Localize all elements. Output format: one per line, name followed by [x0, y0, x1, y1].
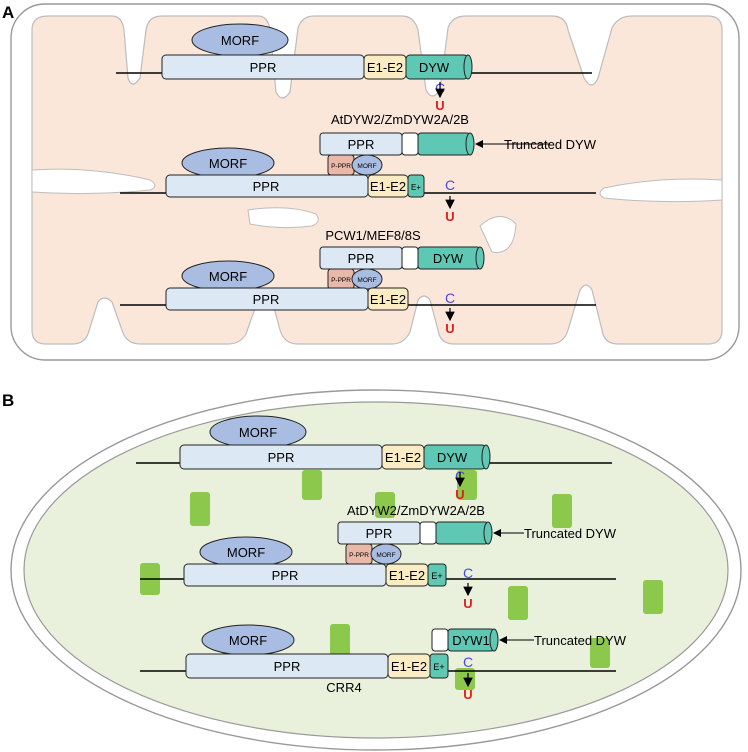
ppr-label: PPR — [253, 179, 280, 194]
crista-left — [31, 168, 156, 195]
cytidine-label: C — [445, 177, 455, 193]
truncated-dyw-label: Truncated DYW — [534, 633, 627, 648]
thylakoid-grana — [140, 470, 663, 690]
morf-label: MORF — [209, 156, 247, 171]
small-morf-protein — [370, 543, 402, 565]
e1-e2-label: E1-E2 — [370, 292, 406, 307]
e-plus-label: E+ — [411, 183, 421, 192]
e1-e2-label: E1-E2 — [367, 60, 403, 75]
e-plus-domain — [427, 563, 447, 587]
morf-label: MORF — [209, 269, 247, 284]
e1-e2-label: E1-E2 — [385, 450, 421, 465]
panel-b-letter: B — [2, 391, 14, 410]
truncated-dyw-domain — [417, 132, 471, 156]
dyw-label: DYW — [433, 251, 464, 266]
p-ppr-label: P-PPR — [331, 163, 351, 170]
crr4-label: CRR4 — [326, 680, 361, 695]
uridine-label: U — [445, 209, 454, 224]
uridine-label: U — [445, 321, 454, 336]
p-ppr-label: P-PPR — [331, 277, 351, 284]
cytidine-label: C — [463, 565, 473, 581]
crista-right — [599, 178, 723, 203]
small-morf-protein — [351, 154, 383, 176]
uridine-label: U — [435, 98, 444, 113]
crista-middle — [247, 207, 319, 229]
morf-label: MORF — [239, 425, 277, 440]
white-domain — [401, 132, 419, 156]
top-ppr-label: PPR — [366, 526, 393, 541]
top-ppr-label: PPR — [348, 137, 375, 152]
e-plus-domain — [407, 174, 425, 198]
ppr-label: PPR — [268, 450, 295, 465]
dyw-domain-cap — [481, 444, 491, 470]
dyw1-label: DYW1 — [452, 633, 490, 648]
row-header: AtDYW2/ZmDYW2A/2B — [331, 112, 469, 127]
ppr-label: PPR — [272, 568, 299, 583]
truncated-dyw-cap — [483, 521, 493, 545]
dyw-domain-cap — [475, 246, 485, 270]
morf-label: MORF — [227, 545, 265, 560]
e1-e2-label: E1-E2 — [391, 659, 427, 674]
small-morf-label: MORF — [357, 277, 376, 284]
white-domain — [419, 521, 437, 545]
uridine-label: U — [463, 596, 472, 611]
truncated-dyw-label: Truncated DYW — [524, 526, 617, 541]
row-header: AtDYW2/ZmDYW2A/2B — [347, 503, 485, 518]
morf-label: MORF — [221, 33, 259, 48]
dyw-label: DYW — [419, 60, 450, 75]
e-plus-label: E+ — [431, 571, 442, 581]
ppr-label: PPR — [250, 60, 277, 75]
white-domain — [401, 246, 419, 270]
cytidine-label: C — [445, 290, 455, 306]
e1-e2-label: E1-E2 — [389, 568, 425, 583]
cytidine-label: C — [463, 654, 473, 670]
small-morf-label: MORF — [376, 552, 395, 559]
top-ppr-label: PPR — [348, 251, 375, 266]
uridine-label: U — [455, 487, 464, 502]
crista-lower — [479, 216, 517, 253]
dyw1-domain-cap — [489, 628, 499, 652]
e1-e2-label: E1-E2 — [370, 179, 406, 194]
e-plus-domain — [429, 653, 449, 679]
row-header: PCW1/MEF8/8S — [325, 228, 421, 243]
e-plus-label: E+ — [433, 662, 444, 672]
truncated-dyw-domain — [435, 521, 489, 545]
ppr-label: PPR — [274, 659, 301, 674]
p-ppr-label: P-PPR — [349, 552, 369, 559]
uridine-label: U — [463, 687, 472, 702]
white-domain — [431, 628, 449, 652]
ppr-label: PPR — [253, 292, 280, 307]
small-morf-label: MORF — [357, 163, 376, 170]
e1-e2-domain — [367, 287, 409, 311]
dyw-label: DYW — [437, 450, 468, 465]
panel-a-letter: A — [2, 3, 14, 22]
truncated-dyw-cap — [465, 132, 475, 156]
dyw-domain-cap — [463, 54, 473, 80]
truncated-dyw-label: Truncated DYW — [504, 137, 597, 152]
morf-label: MORF — [229, 633, 267, 648]
